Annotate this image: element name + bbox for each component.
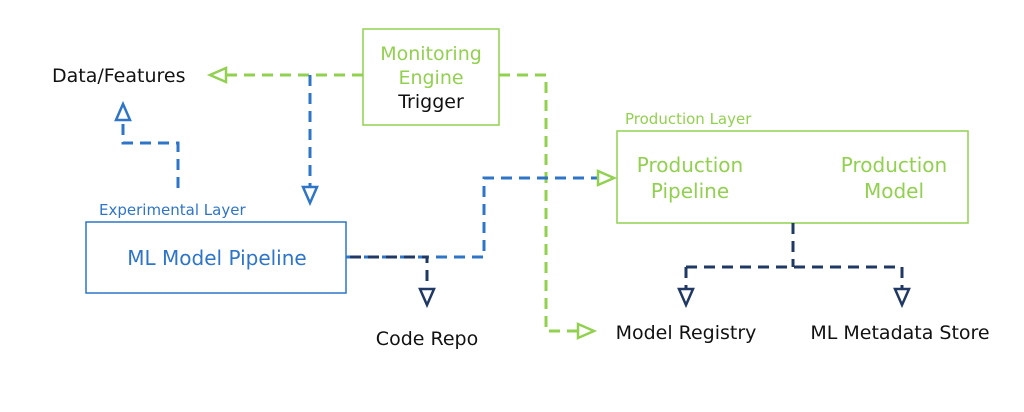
production-model-label-line2: Model bbox=[864, 179, 924, 203]
production-layer-box bbox=[616, 130, 969, 224]
data-features-label: Data/Features bbox=[52, 65, 185, 87]
pipeline-to-data-line bbox=[121, 121, 180, 188]
code-repo-label: Code Repo bbox=[376, 328, 478, 350]
production-pipeline-label-line1: Production bbox=[637, 153, 743, 177]
arrowhead-model-registry-down bbox=[677, 287, 695, 309]
monitoring-to-registry-line bbox=[499, 73, 578, 333]
production-pipeline-label-line2: Pipeline bbox=[651, 179, 729, 203]
trigger-label: Trigger bbox=[397, 91, 464, 113]
production-model-label-line1: Production bbox=[841, 153, 947, 177]
ml-metadata-store-label: ML Metadata Store bbox=[810, 322, 989, 344]
pipeline-to-production-line bbox=[346, 176, 598, 259]
arrowhead-experimental-layer bbox=[301, 185, 319, 207]
arrowhead-code-repo bbox=[418, 287, 436, 309]
arrowhead-production-pipeline bbox=[596, 169, 618, 187]
ml-model-pipeline-label: ML Model Pipeline bbox=[127, 246, 306, 270]
model-registry-label: Model Registry bbox=[616, 322, 757, 344]
arrowhead-data-features bbox=[206, 66, 228, 84]
arrowhead-model-registry bbox=[576, 322, 598, 340]
production-to-stores-line bbox=[684, 223, 904, 288]
monitoring-engine-label-line1: Monitoring bbox=[380, 43, 482, 65]
monitoring-engine-label-line2: Engine bbox=[398, 67, 463, 89]
experimental-layer-title: Experimental Layer bbox=[99, 201, 246, 219]
arrowhead-up-data-features bbox=[114, 100, 132, 122]
production-layer-title: Production Layer bbox=[625, 110, 752, 128]
pipeline-to-code-repo-line bbox=[350, 255, 429, 288]
monitoring-engine-box bbox=[362, 28, 500, 126]
arrowhead-ml-metadata-store bbox=[893, 287, 911, 309]
